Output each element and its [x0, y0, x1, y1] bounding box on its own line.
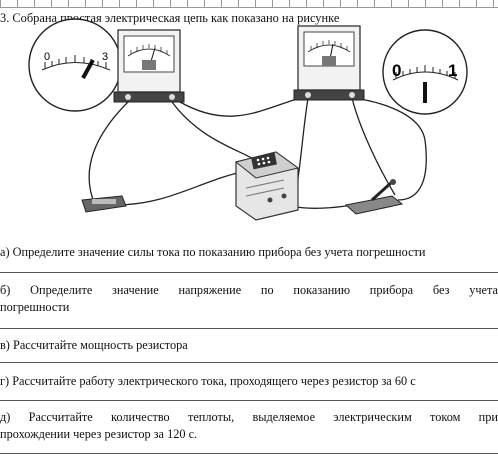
question-d: г) Рассчитайте работу электрического ток… [0, 374, 416, 388]
voltmeter-device [113, 29, 185, 103]
voltmeter-min-label: 0 [44, 51, 50, 63]
question-a: а) Определите значение силы тока по пока… [0, 245, 426, 259]
ammeter-dial-zoom: 0 1 [382, 29, 468, 115]
voltmeter-dial-zoom: 0 3 [28, 18, 122, 112]
voltmeter-max-label: 3 [102, 51, 108, 63]
question-e-line2: прохождении через резистор за 120 с. [0, 427, 198, 441]
resistor [81, 195, 127, 213]
ammeter-device [293, 25, 365, 101]
answer-line [0, 400, 498, 401]
answer-grid-strip [0, 0, 498, 8]
question-b-line2: погрешности [0, 300, 70, 314]
wire [114, 169, 251, 206]
answer-line [0, 362, 498, 363]
wire [351, 97, 396, 196]
ammeter-max-label: 1 [448, 61, 457, 80]
circuit-figure: 0 3 [28, 18, 468, 221]
ammeter-min-label: 0 [392, 61, 401, 80]
power-source [234, 151, 300, 221]
answer-line [0, 453, 498, 454]
wire [351, 97, 427, 201]
question-e-line1: д) Рассчитайте количество теплоты, выдел… [0, 410, 498, 424]
answer-line [0, 272, 498, 273]
question-c: в) Рассчитайте мощность резистора [0, 338, 188, 352]
wire [179, 97, 301, 117]
switch-key [344, 179, 404, 215]
voltmeter-needle [81, 59, 95, 79]
wire [88, 101, 129, 206]
wire [171, 101, 256, 161]
question-b-line1: б) Определите значение напряжение по пок… [0, 283, 498, 297]
answer-line [0, 328, 498, 329]
